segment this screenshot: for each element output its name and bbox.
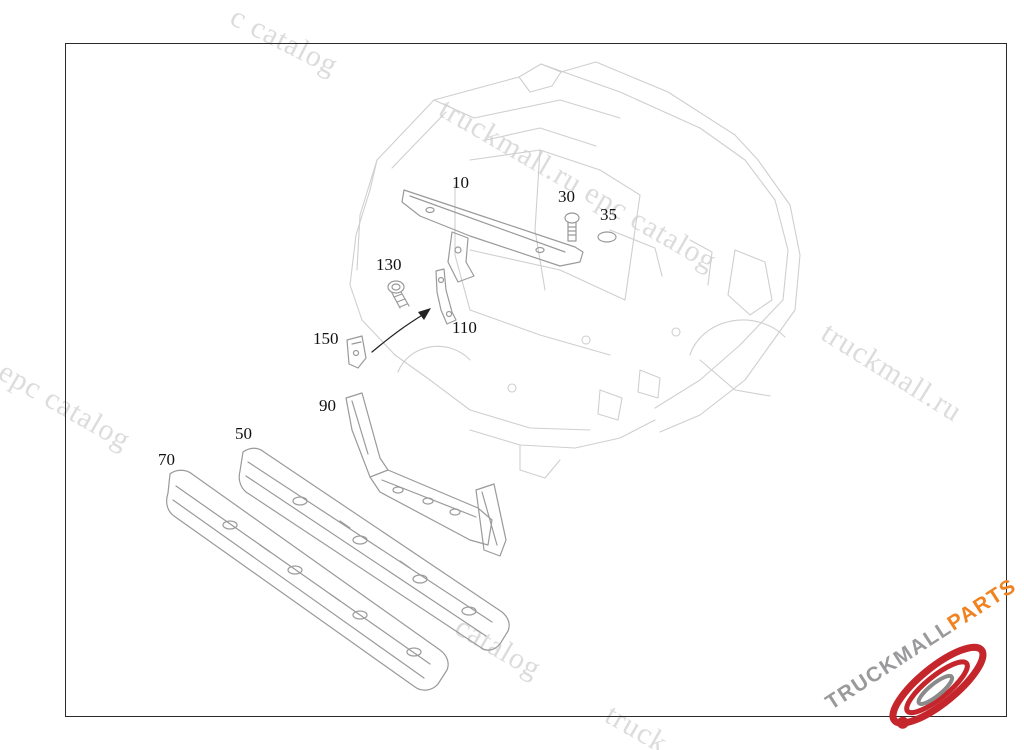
- part-label-70: 70: [158, 450, 175, 469]
- part-label-35: 35: [600, 205, 617, 224]
- part-label-150: 150: [313, 329, 339, 348]
- part-50-bumper-reinforcement: [238, 447, 510, 651]
- part-150-bracket: [346, 335, 367, 369]
- truckmall-logo: TRUCKMALLPARTS: [822, 574, 1024, 750]
- part-label-110: 110: [452, 318, 477, 337]
- part-10-top-crossmember: [401, 189, 584, 283]
- part-110-bracket: [435, 268, 457, 325]
- part-label-10: 10: [452, 173, 469, 192]
- diagram-frame: [65, 43, 1007, 717]
- part-label-50: 50: [235, 424, 252, 443]
- part-130-bolt: [387, 280, 410, 309]
- vehicle-wireframe: [349, 61, 801, 479]
- part-label-90: 90: [319, 396, 336, 415]
- logo-swirl-icon: [889, 643, 987, 729]
- part-35-seal-ring: [597, 231, 617, 243]
- leader-arrow-150-to-110: [371, 308, 431, 353]
- part-label-130: 130: [376, 255, 402, 274]
- part-90-lower-crossmember: [345, 392, 507, 557]
- part-30-bolt: [564, 212, 580, 242]
- part-label-30: 30: [558, 187, 575, 206]
- part-70-bumper: [166, 469, 449, 691]
